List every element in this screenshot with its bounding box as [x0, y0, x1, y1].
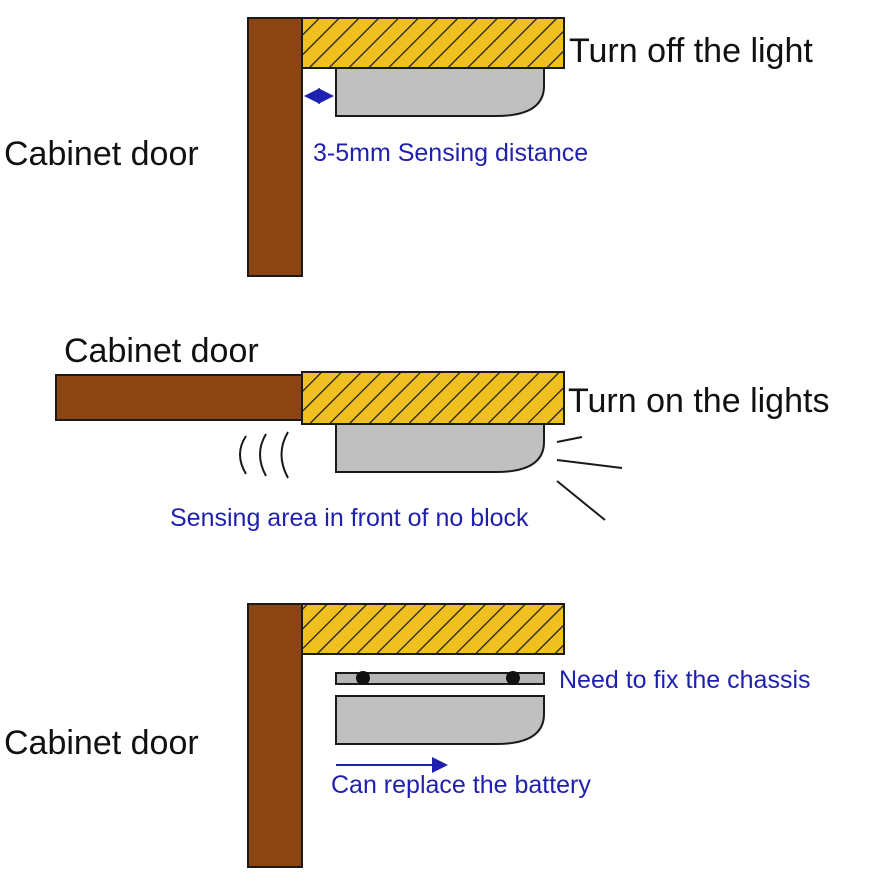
sensor-light-body: [335, 423, 545, 473]
light-rays-icon: [556, 436, 623, 521]
battery-label: Can replace the battery: [331, 771, 591, 799]
screw-icon: [506, 671, 520, 685]
mounting-chassis: [335, 672, 545, 685]
panel-lights-on: Cabinet door Turn on the lights Sensing …: [55, 332, 829, 532]
door-label: Cabinet door: [64, 332, 259, 370]
sensing-wave-icon: [239, 431, 289, 479]
screw-icon: [356, 671, 370, 685]
sensor-light-body: [335, 695, 545, 745]
state-label: Turn on the lights: [568, 382, 829, 420]
cabinet-shelf: [301, 371, 565, 425]
note-label: 3-5mm Sensing distance: [313, 139, 588, 167]
door-label: Cabinet door: [4, 724, 199, 762]
door-label: Cabinet door: [4, 135, 199, 173]
cabinet-door-open: [55, 374, 303, 421]
cabinet-door-vertical: [247, 603, 303, 868]
sensor-light-body: [335, 67, 545, 117]
cabinet-door-vertical: [247, 17, 303, 277]
cabinet-shelf: [301, 17, 565, 69]
state-label: Turn off the light: [569, 32, 813, 70]
chassis-label: Need to fix the chassis: [559, 666, 811, 694]
panel-light-off: Cabinet door Turn off the light 3-5mm Se…: [4, 17, 813, 277]
cabinet-shelf: [301, 603, 565, 655]
note-label: Sensing area in front of no block: [170, 504, 529, 532]
panel-installation: Cabinet door Need to fix the chassis Can…: [4, 603, 811, 868]
